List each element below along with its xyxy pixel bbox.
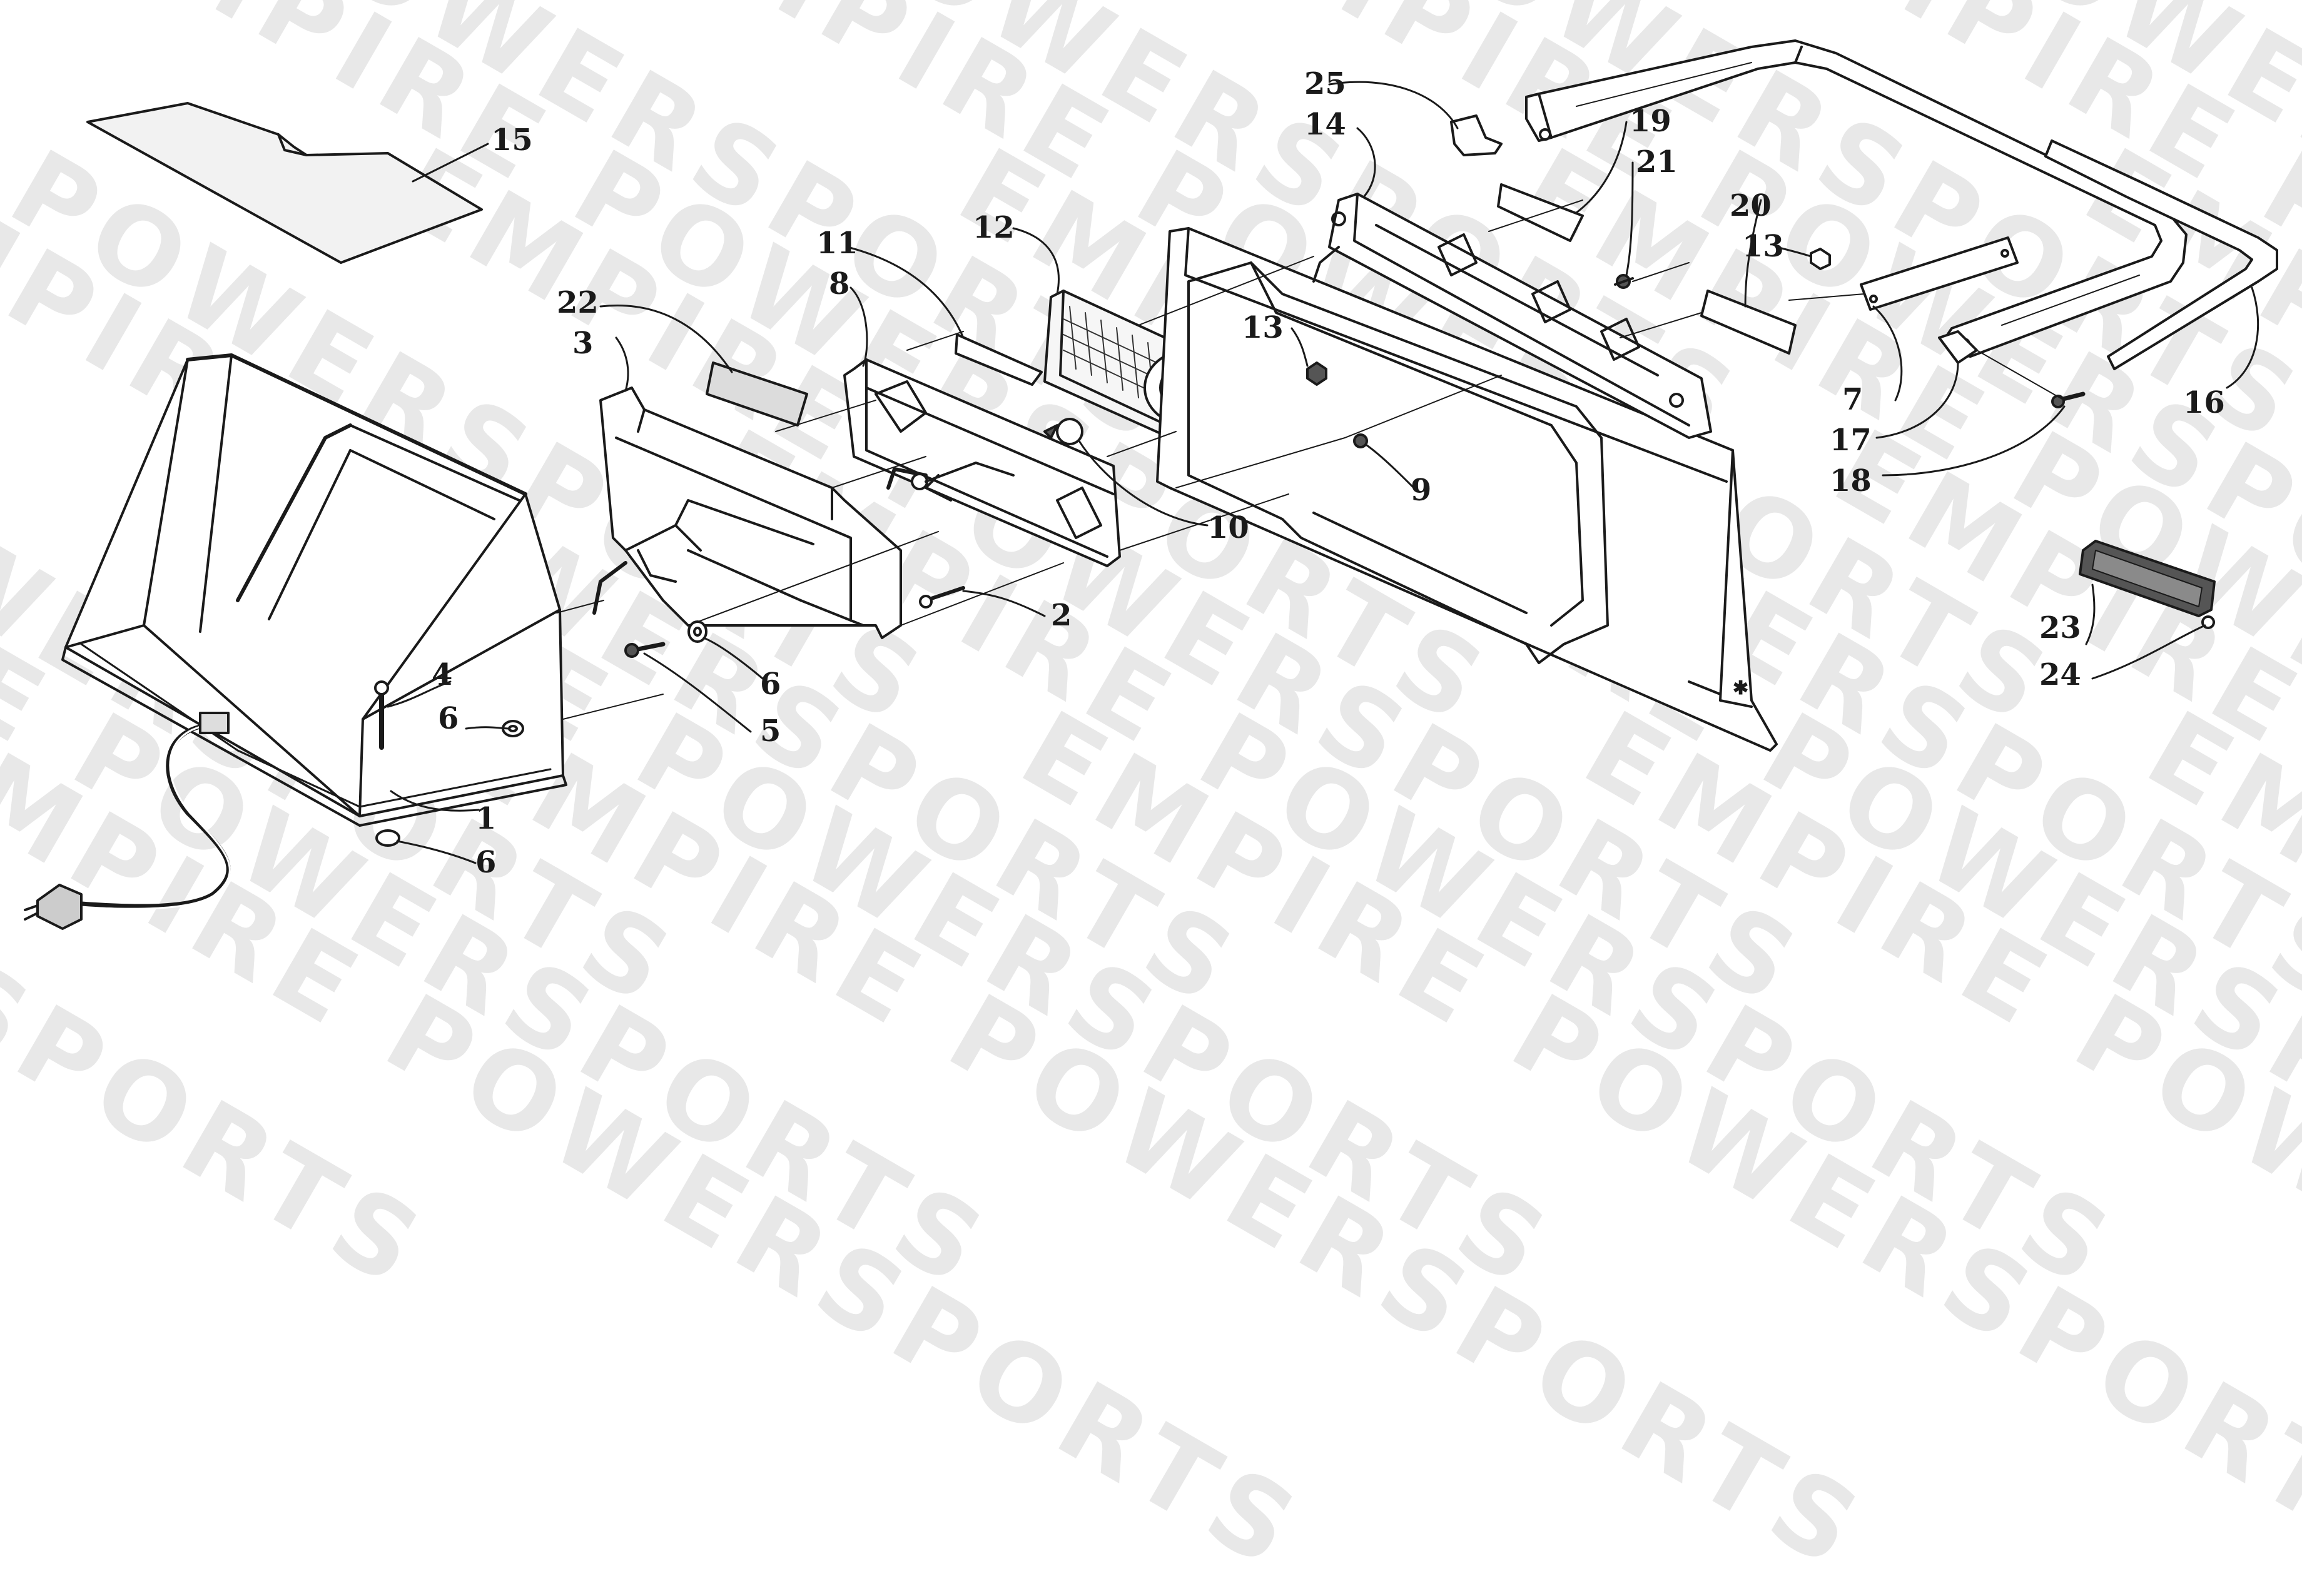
callout-12: 12 bbox=[973, 210, 1015, 245]
part-23-reflector bbox=[2079, 540, 2216, 617]
callout-13: 13 bbox=[1742, 229, 1784, 264]
part-5-screw bbox=[624, 642, 666, 658]
part-19-plate bbox=[1497, 183, 1584, 242]
callout-6: 6 bbox=[760, 667, 781, 702]
callout-8: 8 bbox=[829, 266, 849, 301]
part-back-panel: ✱ bbox=[1156, 227, 1778, 752]
callout-13: 13 bbox=[1242, 310, 1284, 345]
part-10-bulb bbox=[1043, 418, 1083, 445]
part-25-clip bbox=[1450, 114, 1503, 156]
callout-labels: 15 22 3 11 8 12 25 14 19 21 20 13 13 7 1… bbox=[432, 66, 2225, 880]
callout-6: 6 bbox=[475, 845, 496, 880]
callout-9: 9 bbox=[1411, 473, 1431, 508]
part-4-pin bbox=[374, 680, 389, 750]
part-13-nut bbox=[1306, 361, 1327, 386]
callout-1: 1 bbox=[475, 801, 496, 836]
leader-lines bbox=[387, 81, 2259, 864]
callout-11: 11 bbox=[816, 226, 858, 261]
part-3-bracket bbox=[592, 386, 902, 639]
part-13-nut-right bbox=[1810, 248, 1831, 270]
exploded-parts-diagram: ✱ bbox=[24, 39, 2278, 930]
callout-10: 10 bbox=[1207, 510, 1249, 545]
callout-18: 18 bbox=[1830, 463, 1872, 498]
callout-7: 7 bbox=[1842, 382, 1863, 417]
callout-22: 22 bbox=[557, 285, 599, 320]
callout-19: 19 bbox=[1630, 104, 1671, 139]
part-7-plate bbox=[1860, 236, 2019, 311]
part-21-screw bbox=[1614, 274, 1634, 289]
part-2-screw bbox=[919, 586, 965, 609]
part-9-screw bbox=[1353, 433, 1368, 448]
part-rail-frame bbox=[1525, 39, 2188, 358]
callout-21: 21 bbox=[1636, 144, 1678, 179]
callout-4: 4 bbox=[432, 657, 452, 692]
part-15-panel bbox=[86, 102, 483, 264]
callout-2: 2 bbox=[1051, 598, 1072, 633]
callout-25: 25 bbox=[1304, 66, 1346, 101]
part-6-washer-bottom bbox=[375, 829, 400, 847]
callout-3: 3 bbox=[572, 326, 593, 361]
part-11-plate bbox=[955, 333, 1043, 386]
part-22-strip bbox=[706, 361, 808, 427]
callout-16: 16 bbox=[2183, 385, 2225, 420]
callout-17: 17 bbox=[1830, 423, 1872, 458]
callout-23: 23 bbox=[2039, 610, 2081, 645]
part-20-plate bbox=[1700, 290, 1797, 355]
callout-15: 15 bbox=[491, 123, 533, 158]
callout-20: 20 bbox=[1730, 188, 1772, 223]
part-16-rail bbox=[2044, 139, 2278, 370]
svg-text:✱: ✱ bbox=[1733, 677, 1748, 699]
callout-5: 5 bbox=[760, 714, 781, 749]
part-1-housing bbox=[24, 353, 567, 930]
part-14-trim-bar bbox=[1312, 193, 1712, 439]
callout-24: 24 bbox=[2039, 657, 2081, 692]
callout-14: 14 bbox=[1304, 107, 1346, 142]
callout-6: 6 bbox=[438, 701, 459, 736]
part-8-light-base bbox=[843, 358, 1121, 567]
